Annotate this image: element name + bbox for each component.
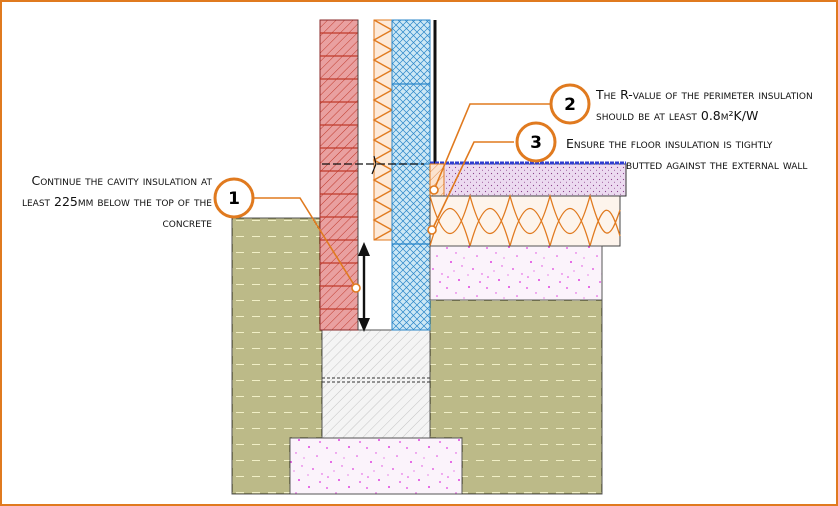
callout-number-3: 3 xyxy=(530,133,542,153)
callout-badge-2: 2 xyxy=(549,83,591,125)
callout-1-line-3: concrete xyxy=(162,215,212,230)
callout-1-line-1: Continue the cavity insulation at xyxy=(31,173,212,188)
inner-block-leaf xyxy=(391,19,431,331)
callout-3-line-1: Ensure the floor insulation is tightly xyxy=(566,136,773,151)
callout-2-line-2: should be at least 0.8m²K/W xyxy=(596,108,759,123)
floor-insulation-loops xyxy=(429,193,621,249)
callout-text-2: The R-value of the perimeter insulation … xyxy=(596,84,813,126)
callout-3-line-2: butted against the external wall xyxy=(626,157,808,172)
leader-2 xyxy=(433,103,550,191)
dimension-arrow xyxy=(358,242,370,332)
callout-badge-1: 1 xyxy=(213,177,255,219)
leader-3 xyxy=(431,141,514,231)
wall-floor-junction-diagram: 1 2 3 xyxy=(213,19,627,495)
foundation-blockwork xyxy=(321,329,431,439)
callout-badge-3: 3 xyxy=(515,121,557,163)
wall-tie xyxy=(322,155,424,175)
leader-1 xyxy=(254,197,357,289)
callout-2-line-1: The R-value of the perimeter insulation xyxy=(596,87,813,102)
callout-1-line-2: least 225mm below the top of the xyxy=(21,194,212,209)
callout-number-2: 2 xyxy=(564,95,576,115)
concrete-footing xyxy=(289,437,463,495)
callout-text-1: Continue the cavity insulation at least … xyxy=(22,170,212,233)
cavity-insulation xyxy=(373,19,393,241)
floor-screed xyxy=(429,163,627,197)
callout-number-1: 1 xyxy=(228,189,240,209)
concrete-slab xyxy=(429,245,603,301)
callout-text-3: Ensure the floor insulation is tightly b… xyxy=(566,133,807,175)
